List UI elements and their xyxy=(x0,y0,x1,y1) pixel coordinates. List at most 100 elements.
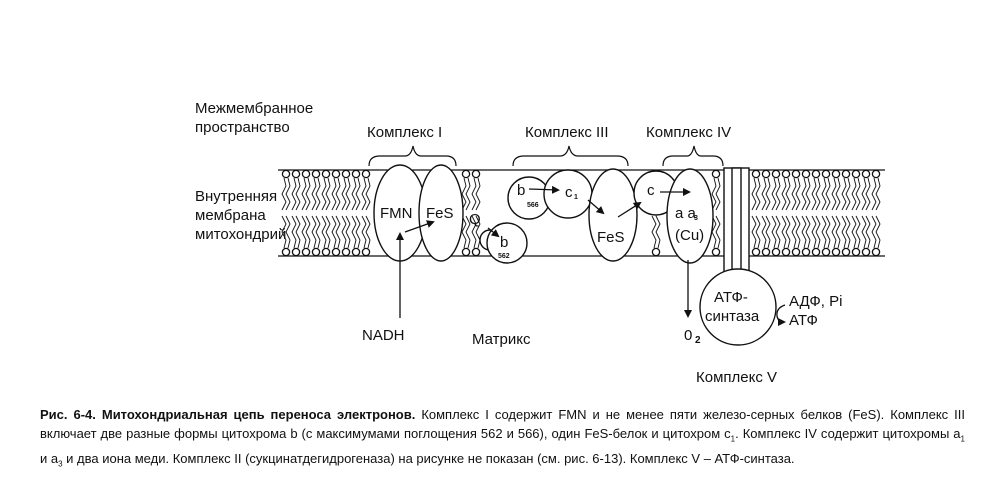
lipid-tail xyxy=(331,177,337,211)
lipid-tail xyxy=(345,177,351,211)
lipid-head xyxy=(841,169,851,179)
lipid-tail xyxy=(815,215,821,249)
caption-title: Рис. 6-4. Митохондриальная цепь переноса… xyxy=(40,407,416,422)
lipid-tail xyxy=(715,215,721,249)
complex-iv-brace xyxy=(662,145,724,167)
lipid-tail xyxy=(281,215,287,249)
caption-sub-3: 3 xyxy=(58,459,63,469)
lipid-head xyxy=(471,169,481,179)
lipid-head xyxy=(841,247,851,257)
lipid-tail xyxy=(865,215,871,249)
lipid-tail xyxy=(351,215,357,249)
lipid-tail xyxy=(765,177,771,211)
lipid-tail xyxy=(301,215,307,249)
lipid-tail xyxy=(361,177,367,211)
lipid-tail xyxy=(651,215,657,249)
lipid-head xyxy=(831,247,841,257)
lipid-tail xyxy=(655,215,661,249)
lipid-tail xyxy=(835,215,841,249)
caption-text-1: Комплекс I содержит FMN и не менее пяти … xyxy=(40,407,965,441)
lipid-head xyxy=(321,247,331,257)
lipid-tail xyxy=(791,177,797,211)
lipid-tail xyxy=(305,177,311,211)
lipid-head xyxy=(871,247,881,257)
complex-iii-brace xyxy=(512,145,629,167)
copper-label: (Cu) xyxy=(675,227,704,244)
lipid-head xyxy=(771,169,781,179)
atp-label: АТФ xyxy=(789,312,818,329)
caption-text-2: . Комплекс IV содержит цитохромы a xyxy=(735,426,961,441)
lipid-tail xyxy=(861,215,867,249)
c1-to-fes-arrow xyxy=(587,199,605,215)
lipid-head xyxy=(871,169,881,179)
lipid-tail xyxy=(825,177,831,211)
lipid-head xyxy=(821,169,831,179)
lipid-head xyxy=(811,247,821,257)
caption-sub-1: 1 xyxy=(730,434,736,444)
lipid-tail xyxy=(821,177,827,211)
lipid-tail xyxy=(805,177,811,211)
svg-text:митохондрий: митохондрий xyxy=(195,226,286,243)
lipid-tail xyxy=(325,215,331,249)
lipid-tail xyxy=(315,215,321,249)
lipid-tail xyxy=(875,215,881,249)
atp-synthase-label-line1: АТФ- xyxy=(714,289,748,306)
lipid-tail xyxy=(801,177,807,211)
fes-to-c-arrow xyxy=(617,201,642,218)
b566-to-c1-arrow xyxy=(528,185,560,194)
figure-caption: Рис. 6-4. Митохондриальная цепь переноса… xyxy=(40,405,965,473)
lipid-head xyxy=(301,169,311,179)
caption-text-3: и a xyxy=(40,450,59,466)
lipid-head xyxy=(761,247,771,257)
lipid-tail xyxy=(715,177,721,211)
lipid-head xyxy=(751,247,761,257)
lipid-head xyxy=(281,247,291,257)
lipid-head xyxy=(461,247,471,257)
lipid-head xyxy=(861,169,871,179)
lipid-tail xyxy=(805,215,811,249)
lipid-head xyxy=(321,169,331,179)
lipid-tail xyxy=(835,177,841,211)
lipid-tail xyxy=(855,177,861,211)
lipid-tail xyxy=(875,177,881,211)
lipid-head xyxy=(771,247,781,257)
lipid-tail xyxy=(285,177,291,211)
lipid-tail xyxy=(711,177,717,211)
lipid-head xyxy=(291,169,301,179)
lipid-tail xyxy=(341,215,347,249)
lipid-head xyxy=(311,169,321,179)
cytochrome-aa3-label: a a xyxy=(675,205,697,222)
lipid-head xyxy=(801,247,811,257)
lipid-head xyxy=(861,247,871,257)
fes-ellipse-complex-i xyxy=(418,164,464,262)
cytochrome-c1-label: c xyxy=(565,184,573,201)
fes-ellipse-complex-iii xyxy=(588,168,638,262)
cytochrome-c1-subscript: 1 xyxy=(574,194,578,201)
lipid-head xyxy=(761,169,771,179)
lipid-head xyxy=(821,247,831,257)
lipid-head xyxy=(781,247,791,257)
complex-iii-label: Комплекс III xyxy=(525,124,609,141)
lipid-tail xyxy=(845,177,851,211)
lipid-tail xyxy=(845,215,851,249)
lipid-tail xyxy=(365,177,371,211)
svg-text:пространство: пространство xyxy=(195,119,290,136)
lipid-tail xyxy=(861,177,867,211)
matrix-label: Матрикс xyxy=(472,331,531,348)
atp-synthase-head xyxy=(699,268,777,346)
lipid-tail xyxy=(301,177,307,211)
nadh-label: NADH xyxy=(362,327,405,344)
lipid-head xyxy=(851,169,861,179)
lipid-head xyxy=(291,247,301,257)
lipid-head xyxy=(751,169,761,179)
adp-pi-label: АДФ, Pi xyxy=(789,293,842,310)
lipid-tail xyxy=(815,177,821,211)
lipid-tail xyxy=(751,215,757,249)
lipid-head xyxy=(281,169,291,179)
fes-label-complex-iii: FeS xyxy=(597,229,625,246)
lipid-tail xyxy=(311,215,317,249)
lipid-tail xyxy=(471,215,477,249)
lipid-tail xyxy=(771,177,777,211)
oxygen-subscript: 2 xyxy=(695,335,701,346)
lipid-tail xyxy=(345,215,351,249)
